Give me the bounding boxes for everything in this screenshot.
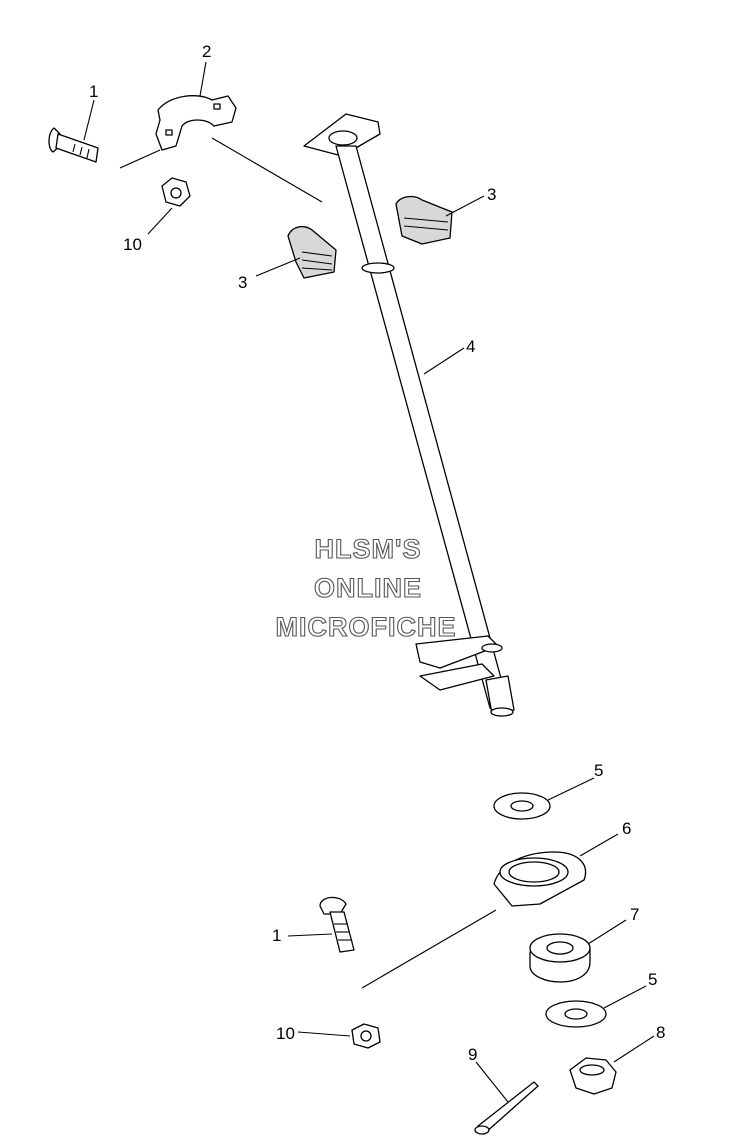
callout-10-bottom: 10 — [276, 1024, 295, 1043]
leader-lines — [83, 61, 655, 1103]
callout-9: 9 — [468, 1045, 477, 1064]
part-9-cotter-pin — [474, 1081, 539, 1135]
part-3-bushing-left — [287, 225, 337, 279]
part-1-carriage-bolt-bottom — [319, 896, 355, 953]
callout-2: 2 — [202, 42, 211, 61]
watermark-line-2: ONLINE — [314, 573, 422, 603]
callout-1-bottom: 1 — [272, 926, 281, 945]
callout-10-top: 10 — [123, 235, 142, 254]
callout-3-right: 3 — [487, 185, 496, 204]
callout-7: 7 — [630, 905, 639, 924]
part-7-spacer — [529, 933, 591, 983]
callout-1-top: 1 — [89, 82, 98, 101]
part-5-washer-bottom — [545, 1000, 607, 1028]
part-10-hex-nut-top — [161, 177, 191, 207]
callout-4: 4 — [466, 337, 475, 356]
part-3-bushing-right — [395, 195, 453, 245]
part-10-hex-nut-bottom — [351, 1023, 381, 1049]
part-8-castle-nut — [569, 1057, 617, 1095]
part-6-flange-bearing — [361, 851, 587, 989]
watermark: HLSM'S ONLINE MICROFICHE — [275, 533, 457, 642]
callout-6: 6 — [622, 819, 631, 838]
part-5-washer-top — [493, 792, 551, 820]
callout-3-left: 3 — [238, 273, 247, 292]
part-4-steering-post — [303, 113, 515, 717]
callout-5-top: 5 — [594, 761, 603, 780]
watermark-line-3: MICROFICHE — [276, 612, 457, 642]
callout-5-bottom: 5 — [648, 970, 657, 989]
callout-8: 8 — [656, 1023, 665, 1042]
watermark-line-1: HLSM'S — [315, 534, 422, 564]
part-2-clamp-bracket — [119, 95, 323, 203]
part-1-carriage-bolt-top — [48, 127, 99, 163]
